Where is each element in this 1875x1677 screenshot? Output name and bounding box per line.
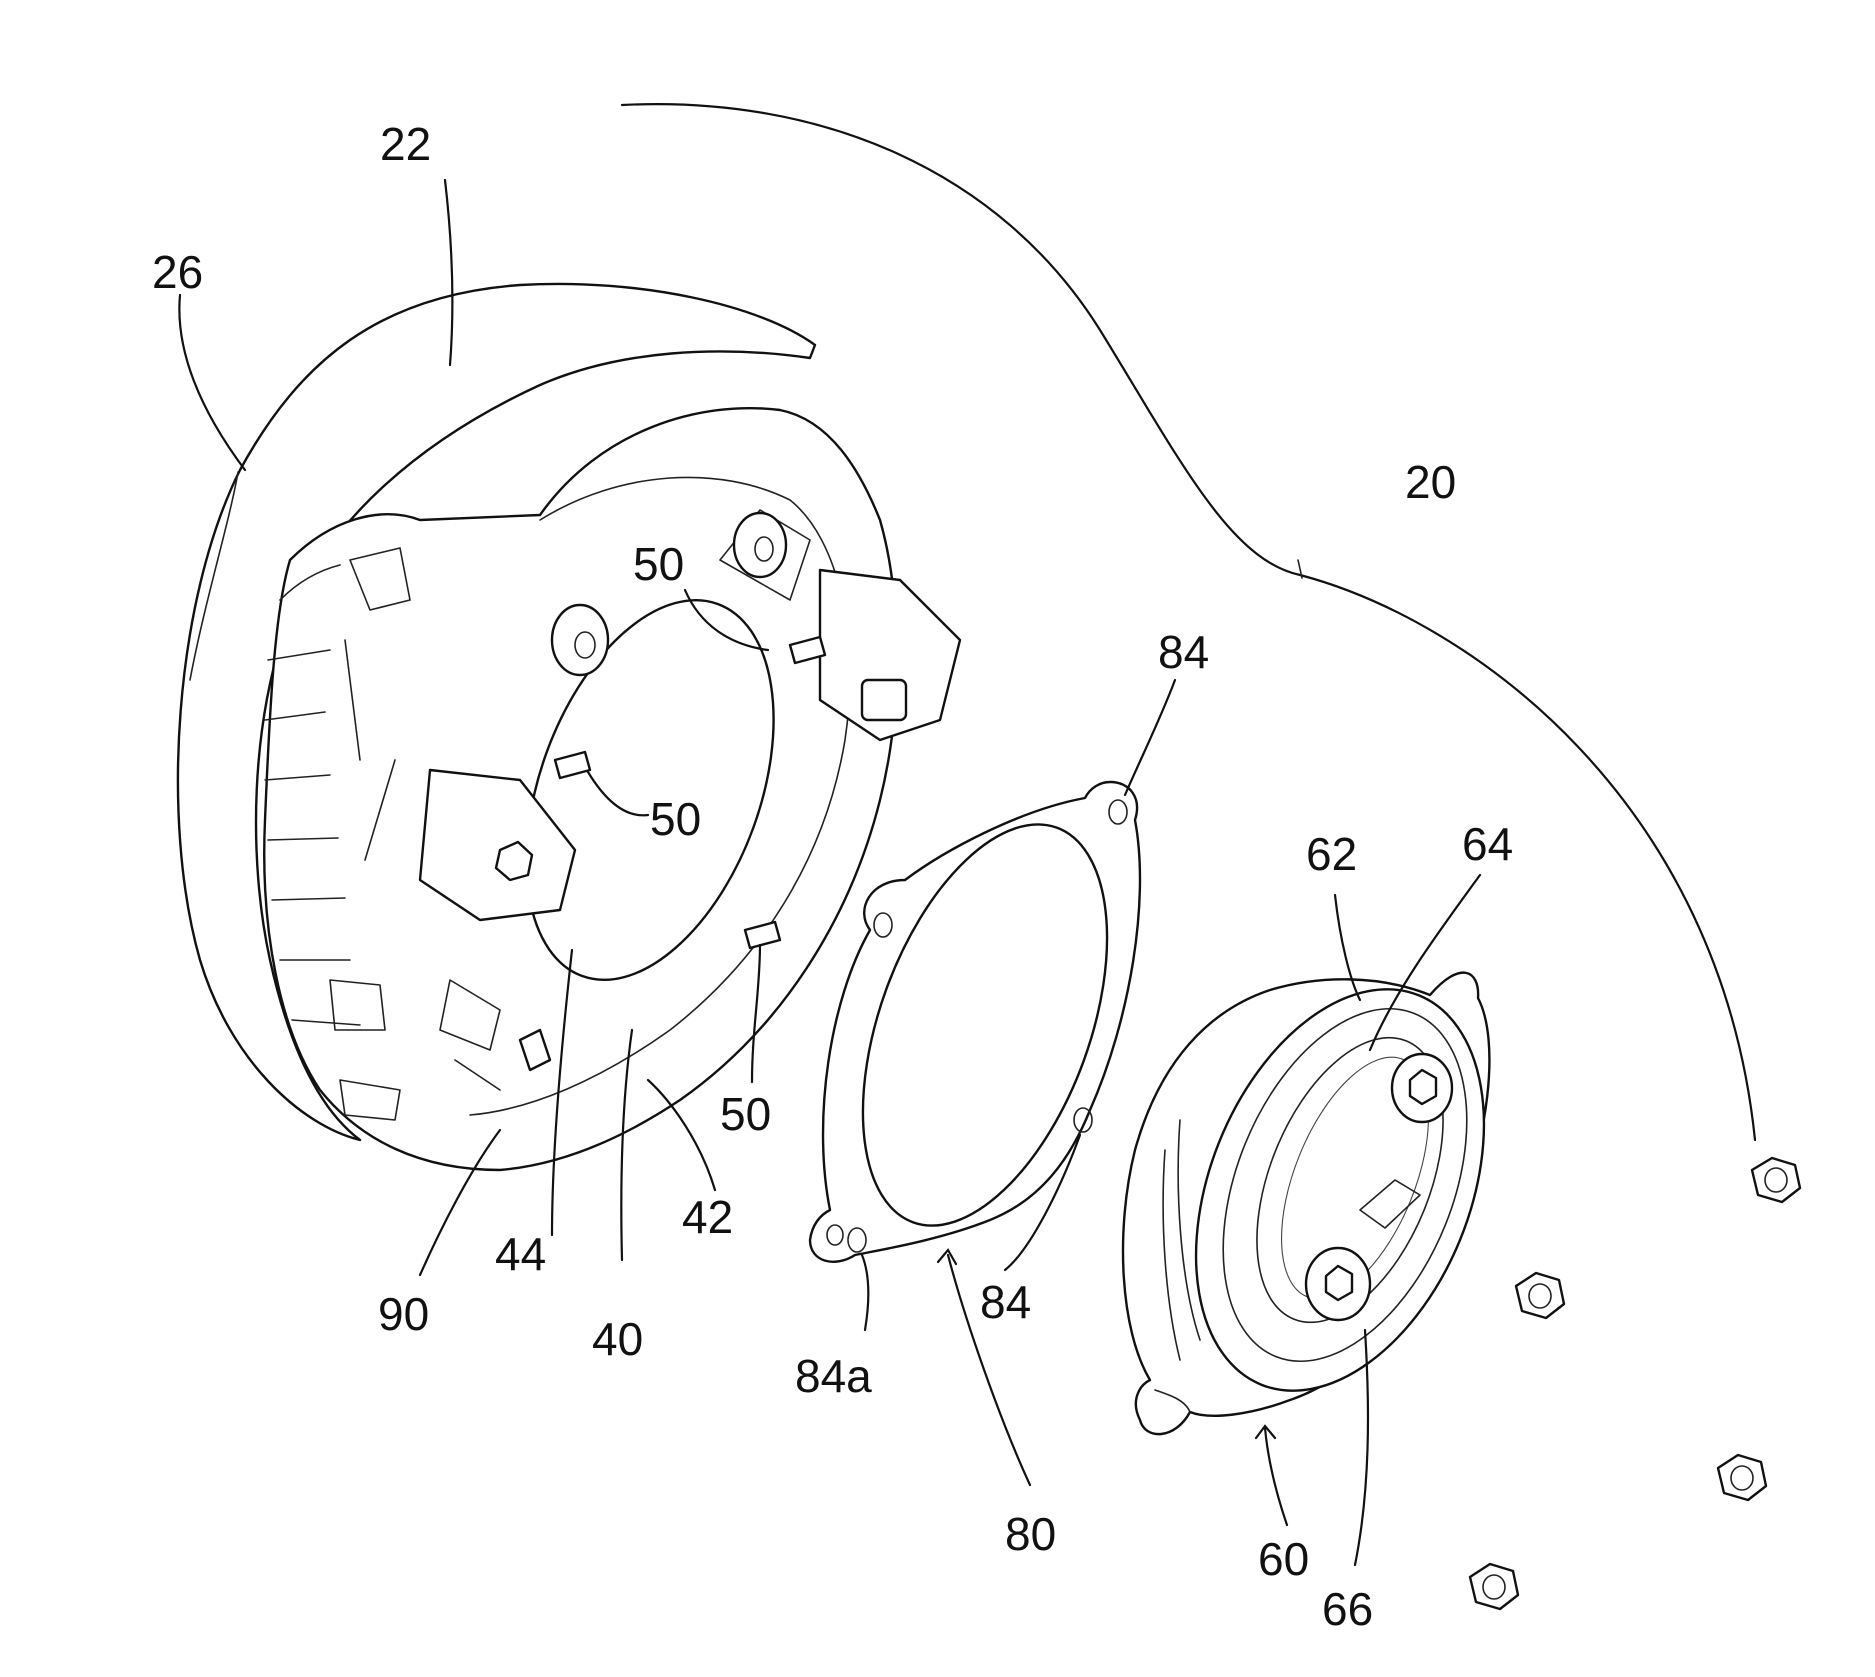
label-90: 90: [378, 1288, 429, 1340]
label-80: 80: [1005, 1508, 1056, 1560]
leader-84-top: [1125, 680, 1175, 795]
label-26: 26: [152, 246, 203, 298]
label-42: 42: [682, 1191, 733, 1243]
label-20: 20: [1405, 456, 1456, 508]
label-66: 66: [1322, 1583, 1373, 1635]
label-50-mid: 50: [650, 793, 701, 845]
label-84a: 84a: [795, 1350, 872, 1402]
leader-60: [1265, 1428, 1287, 1525]
label-64: 64: [1462, 818, 1513, 870]
label-84-right: 84: [980, 1276, 1031, 1328]
label-50-top: 50: [633, 538, 684, 590]
label-60: 60: [1258, 1533, 1309, 1585]
label-40: 40: [592, 1313, 643, 1365]
leader-84a: [862, 1255, 868, 1330]
nut-3: [1718, 1455, 1766, 1500]
label-22: 22: [380, 118, 431, 170]
nut-4: [1470, 1564, 1518, 1609]
label-62: 62: [1306, 828, 1357, 880]
cover-60: [1123, 947, 1539, 1435]
nut-1: [1752, 1158, 1800, 1202]
leader-26: [179, 295, 245, 470]
arrow-80: [938, 1250, 956, 1264]
label-84-top: 84: [1158, 626, 1209, 678]
label-44: 44: [495, 1228, 546, 1280]
label-50-low: 50: [720, 1088, 771, 1140]
nut-2: [1516, 1273, 1564, 1318]
